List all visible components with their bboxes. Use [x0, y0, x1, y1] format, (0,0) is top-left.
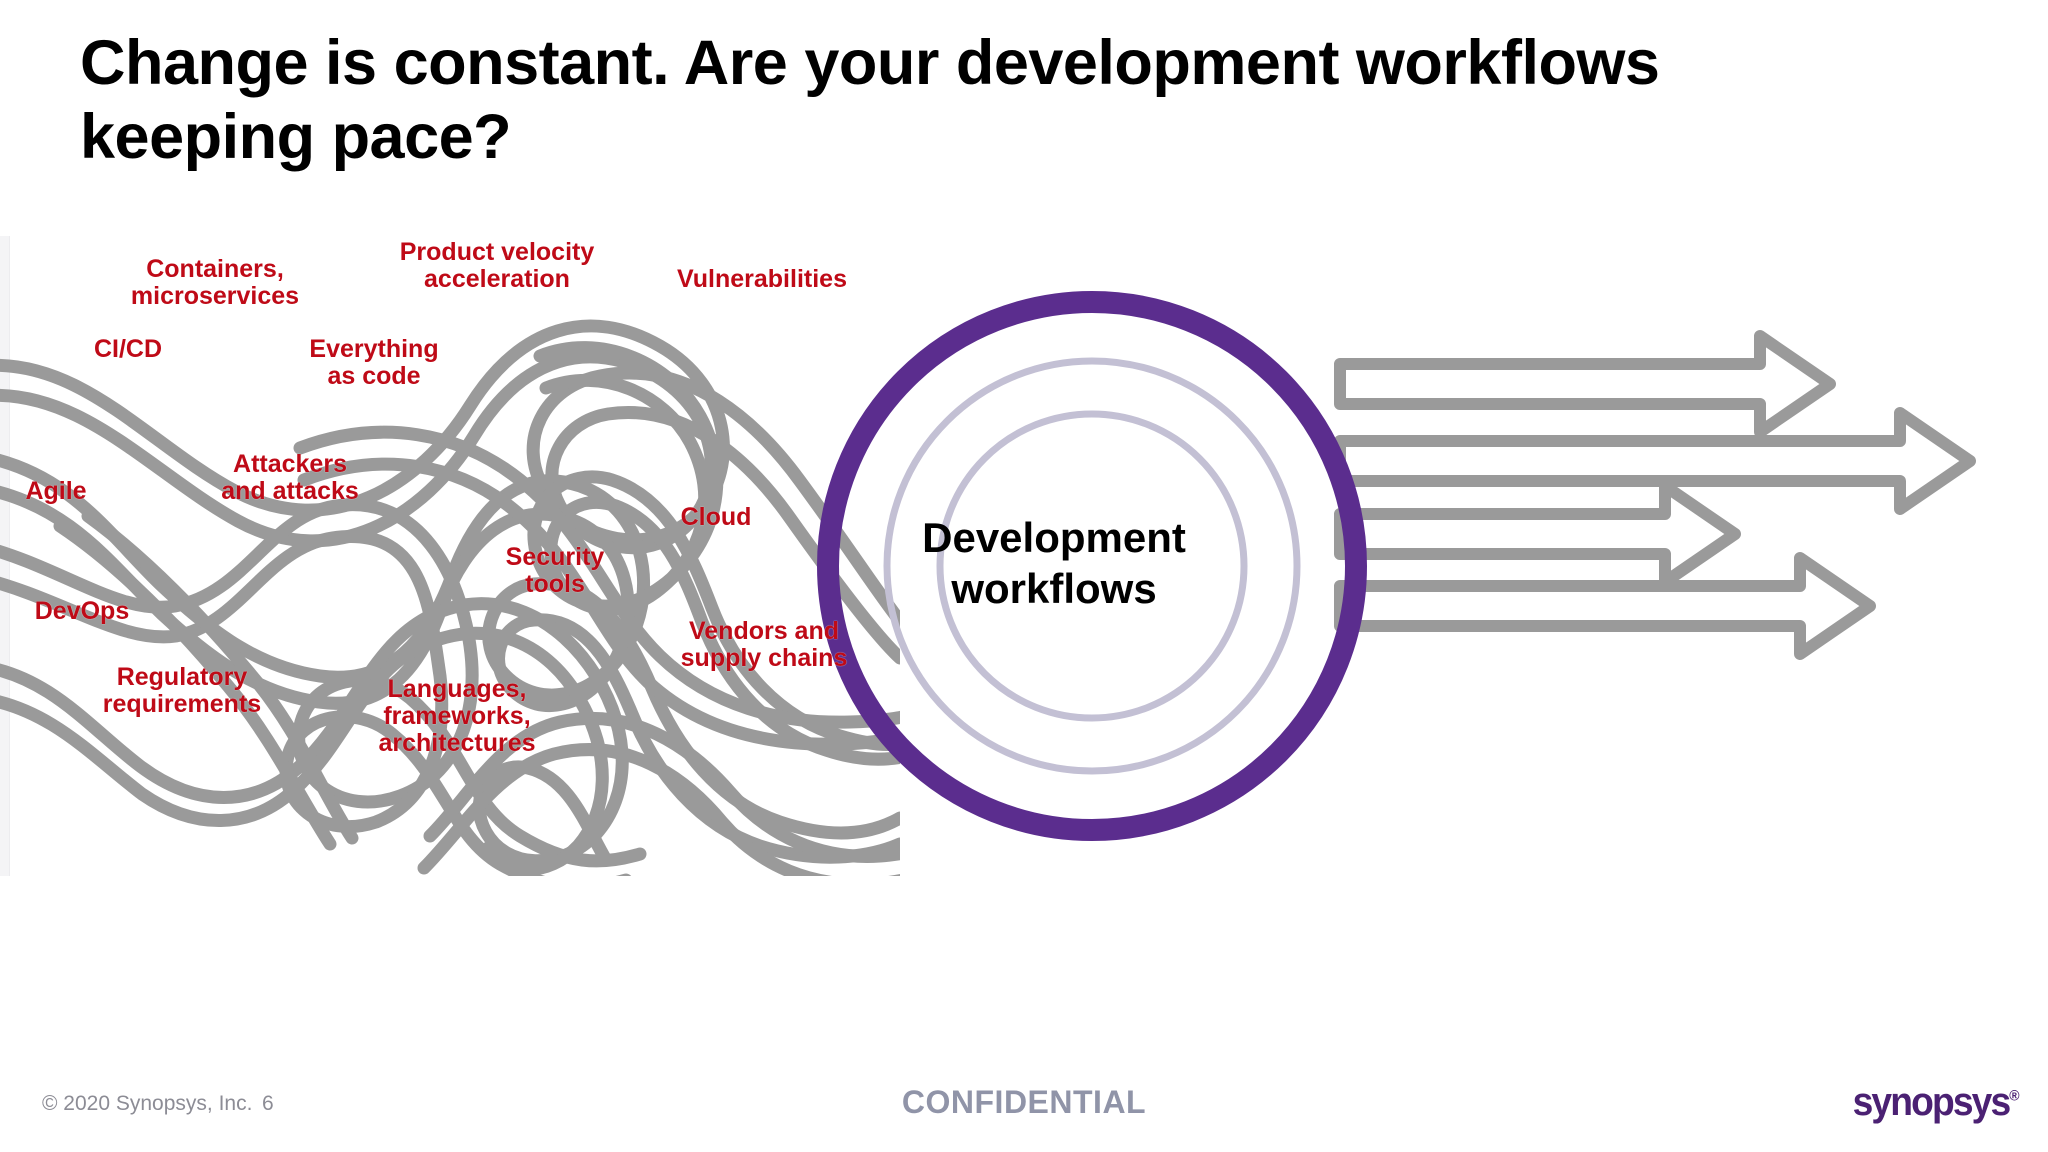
hub-rings	[817, 291, 1367, 841]
footer-confidential-marking: CONFIDENTIAL	[901, 1084, 1147, 1120]
slide-footer: © 2020 Synopsys, Inc. 6 CONFIDENTIAL syn…	[0, 1056, 2048, 1152]
tangle-strand-12	[297, 457, 900, 751]
tangle-label-devops: DevOps	[34, 597, 130, 625]
tangle-strand-13	[423, 711, 900, 863]
tangle-strand-5	[0, 449, 900, 840]
tangle-label-regulatory-requirements: Regulatory requirements	[102, 663, 262, 718]
tangle-strand-7	[0, 597, 629, 868]
registered-trademark-icon: ®	[2009, 1087, 2020, 1105]
tangle-strand-14	[417, 743, 900, 876]
arrow-1	[1334, 330, 1836, 438]
tangle-label-containers: Containers, microservices	[130, 255, 300, 310]
workflow-tangle-diagram: Containers, microservices Product veloci…	[0, 236, 2048, 876]
page-title: Change is constant. Are your development…	[80, 28, 1660, 173]
tangle-strand-9	[527, 341, 900, 751]
tangle-label-agile: Agile	[25, 477, 87, 505]
synopsys-logo: synopsys®	[1853, 1080, 2020, 1125]
tangle-label-attackers-and-attacks: Attackers and attacks	[221, 450, 359, 505]
arrow-3	[1334, 480, 1741, 588]
synopsys-logo-wordmark: synopsys	[1852, 1080, 2012, 1124]
output-arrows	[1334, 330, 1976, 660]
hub-middle-ring	[883, 357, 1301, 775]
hub-outer-ring	[817, 291, 1367, 841]
tangle-strand-2	[0, 350, 900, 665]
hub-center-label: Development workflows	[922, 514, 1186, 613]
tangle-strand-15	[53, 519, 337, 851]
tangle-label-languages-frameworks: Languages, frameworks, architectures	[378, 675, 536, 757]
arrow-2	[1334, 407, 1976, 515]
tangle-strand-11	[293, 425, 900, 729]
tangle-strand-8	[0, 626, 609, 876]
footer-copyright: © 2020 Synopsys, Inc.	[42, 1092, 253, 1115]
tangle-strand-16	[81, 509, 359, 845]
tangle-label-cicd: CI/CD	[93, 335, 163, 363]
tangle-label-product-velocity: Product velocity acceleration	[399, 238, 595, 293]
tangle-label-security-tools: Security tools	[505, 543, 605, 598]
tangle-label-vulnerabilities: Vulnerabilities	[677, 265, 847, 293]
hub-inner-ring	[936, 410, 1248, 722]
tangle-label-cloud: Cloud	[680, 503, 752, 531]
tangle-label-everything-as-code: Everything as code	[309, 335, 439, 390]
tangle-and-arrows-svg	[0, 291, 1976, 876]
arrow-4	[1334, 552, 1876, 660]
tangle-label-vendors-supply-chains: Vendors and supply chains	[680, 617, 848, 672]
tangle-strands	[0, 319, 900, 876]
footer-page-number: 6	[262, 1092, 274, 1115]
tangle-strand-10	[539, 373, 900, 766]
